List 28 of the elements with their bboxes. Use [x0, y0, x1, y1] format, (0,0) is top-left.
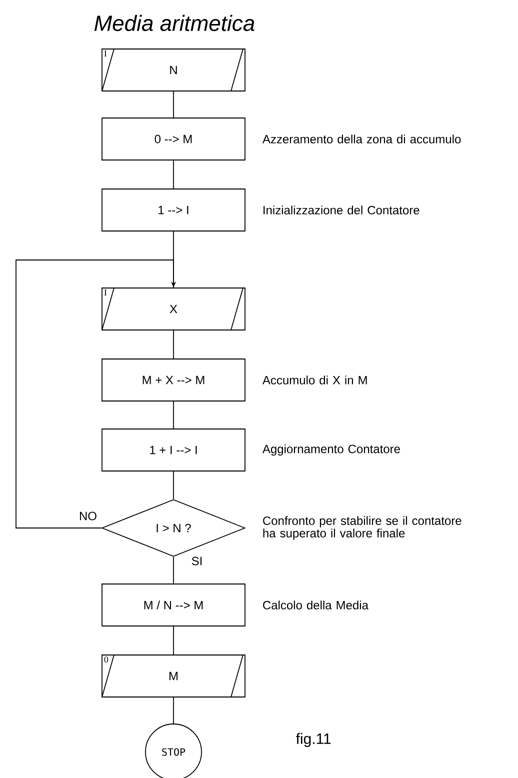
connector — [173, 91, 174, 118]
side-note: Calcolo della Media — [263, 600, 368, 610]
side-note: Aggiornamento Contatore — [262, 444, 400, 456]
title: Media aritmetica — [94, 14, 254, 32]
process-box: 0 --> M — [102, 118, 246, 160]
edge-label: SI — [192, 556, 202, 566]
connector — [173, 697, 174, 724]
io-parallelogram-box: N I — [102, 48, 246, 92]
process-box: 1 + I --> I — [102, 428, 246, 472]
io-parallelogram-box: X I — [102, 288, 246, 330]
side-note: Azzeramento della zona di accumulo — [262, 134, 461, 144]
connector — [173, 231, 174, 288]
side-note: Accumulo di X in M — [262, 376, 367, 384]
connector — [16, 260, 176, 528]
connector — [173, 160, 174, 189]
connector — [173, 556, 174, 584]
connector — [173, 330, 174, 359]
figure-number: fig.11 — [296, 733, 331, 747]
process-box: M + X --> M — [102, 358, 246, 402]
connector — [173, 471, 174, 500]
connector — [173, 626, 174, 655]
process-box: 1 --> I — [102, 188, 246, 232]
io-parallelogram-box: M 0 — [102, 654, 246, 698]
side-note: Confronto per stabilire se il contatore ha superato il valore finale — [263, 516, 462, 540]
side-note: Inizializzazione del Contatore — [264, 206, 420, 214]
process-box: M / N --> M — [102, 584, 246, 626]
edge-label: NO — [80, 512, 96, 520]
connector — [173, 401, 174, 429]
